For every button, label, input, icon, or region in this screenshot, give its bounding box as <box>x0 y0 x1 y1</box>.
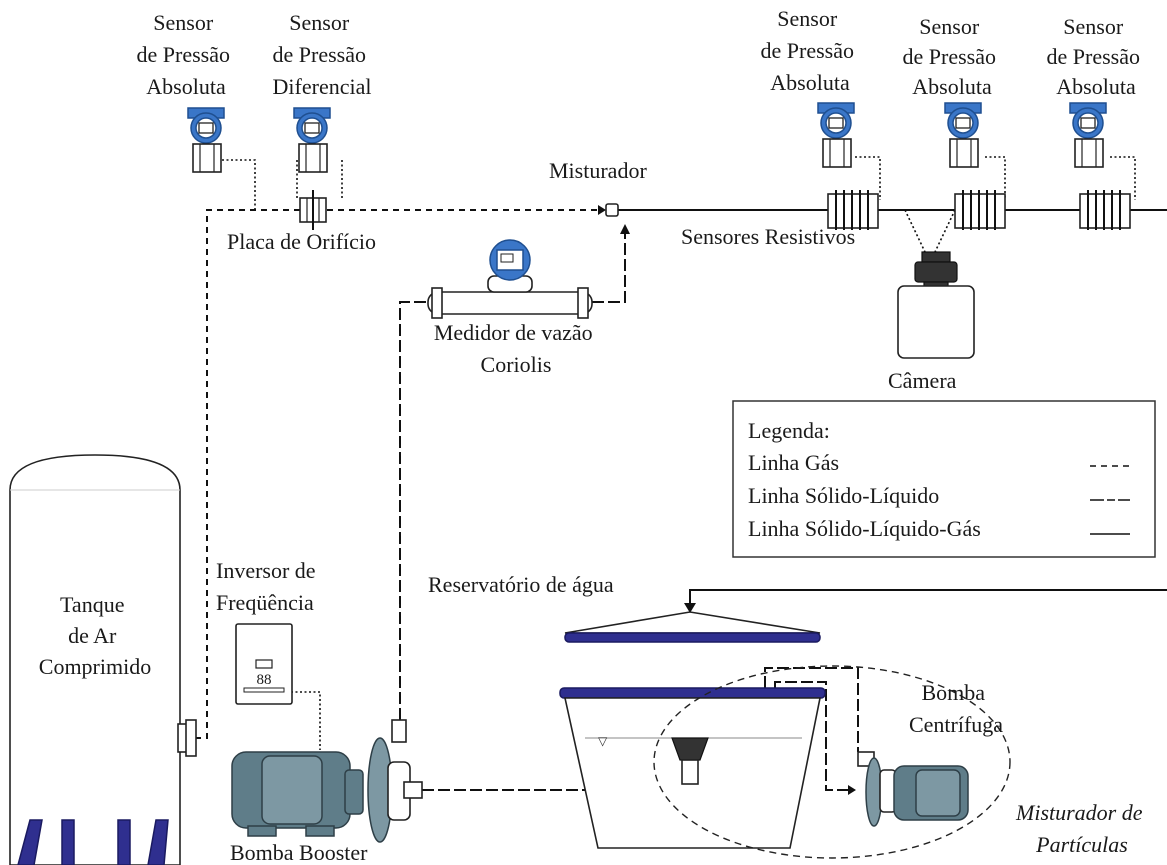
resistive-sensors-label: Sensores Resistivos <box>681 224 855 249</box>
tap-line <box>282 691 321 750</box>
orifice-plate-label: Placa de Orifício <box>227 229 376 254</box>
sensor-label-abs-3: Sensor de Pressão Absoluta <box>903 14 1002 99</box>
legend-item-solid-liquid: Linha Sólido-Líquido <box>748 483 939 508</box>
inverter-label: Inversor de Freqüência <box>216 558 321 615</box>
camera-view-line <box>904 209 956 253</box>
centrifugal-pump-label: Bomba Centrífuga <box>909 680 1003 737</box>
mixer-icon <box>605 203 619 217</box>
tap-line <box>222 159 256 210</box>
sensor-label-dif: Sensor de Pressão Diferencial <box>273 10 372 99</box>
resistive-sensor-icon <box>954 190 1006 230</box>
sensor-label-abs-1: Sensor de Pressão Absoluta <box>137 10 236 99</box>
water-reservoir-icon: ▽ <box>559 611 826 849</box>
return-line <box>689 589 1167 605</box>
inverter-display: 88 <box>257 672 272 688</box>
arrow-icon <box>684 603 696 613</box>
booster-pump-icon <box>231 719 423 843</box>
centrifugal-pump-icon <box>857 751 969 827</box>
arrow-icon <box>598 205 606 215</box>
solid-liquid-line-booster <box>399 301 428 720</box>
camera-icon <box>897 251 975 359</box>
coriolis-label: Medidor de vazão Coriolis <box>434 320 598 377</box>
coriolis-meter-icon <box>427 239 593 319</box>
booster-pump-label: Bomba Booster <box>230 840 368 865</box>
pressure-sensor-icon <box>817 102 855 168</box>
reservoir-label: Reservatório de água <box>428 572 614 597</box>
camera-label: Câmera <box>888 368 957 393</box>
resistive-sensor-icon <box>1079 190 1131 230</box>
resistive-sensor-icon <box>827 190 879 230</box>
arrow-icon <box>848 785 856 795</box>
sensor-label-abs-4: Sensor de Pressão Absoluta <box>1047 14 1146 99</box>
tap-line <box>296 160 343 200</box>
solid-liquid-line-to-mixer <box>592 232 626 303</box>
tap-line <box>985 156 1006 200</box>
tank-label: Tanque de Ar Comprimido <box>39 592 151 679</box>
particle-mixer-boundary <box>653 665 1011 859</box>
recirculation-line-b <box>774 681 850 800</box>
pressure-sensor-icon <box>1069 102 1107 168</box>
pressure-sensor-icon <box>293 107 331 173</box>
pressure-sensor-icon <box>187 107 225 173</box>
gas-line <box>195 209 598 739</box>
legend-item-gas: Linha Gás <box>748 450 839 475</box>
arrow-icon <box>620 224 630 234</box>
legend-box <box>732 400 1156 558</box>
svg-text:▽: ▽ <box>598 734 608 748</box>
sensor-label-abs-2: Sensor de Pressão Absoluta <box>761 6 860 95</box>
particle-mixer-label: Misturador de Partículas <box>1015 800 1148 857</box>
legend-item-solid-liquid-gas: Linha Sólido-Líquido-Gás <box>748 516 981 541</box>
air-tank-icon <box>9 454 197 865</box>
pressure-sensor-icon <box>944 102 982 168</box>
orifice-plate-icon <box>299 190 327 230</box>
frequency-inverter-icon <box>235 623 293 705</box>
mixer-label: Misturador <box>549 158 647 183</box>
legend-title: Legenda: <box>748 418 830 443</box>
